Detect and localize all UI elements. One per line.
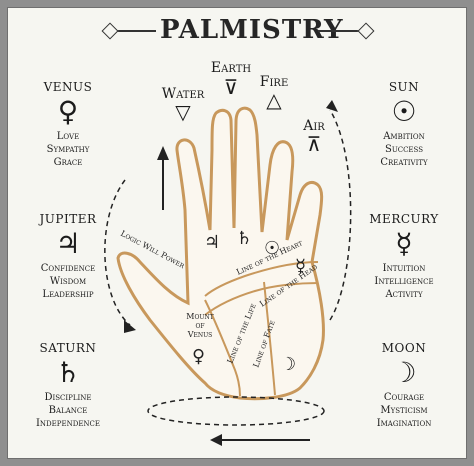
- title-flourish-right: [318, 30, 364, 32]
- line-of-fate: [263, 281, 276, 396]
- mount-of-venus-line: Mount: [186, 312, 214, 321]
- venus-symbol-icon: ♀: [57, 95, 79, 128]
- planet-venus: VENUS ♀ Love Sympathy Grace: [18, 80, 118, 169]
- element-fire-label: Fire: [259, 74, 289, 90]
- fire-icon: △: [266, 88, 282, 112]
- planet-sun-keyword: Success: [384, 144, 424, 155]
- saturn-symbol-icon: ♄: [55, 356, 81, 389]
- mount-of-venus-line: Venus: [187, 330, 213, 339]
- planet-jupiter: JUPITER ♃ Confidence Wisdom Leadership: [18, 212, 118, 301]
- element-water: Water ▽: [158, 86, 208, 122]
- dashed-arrow-venus-to-jupiter: [104, 179, 131, 326]
- planet-jupiter-name: JUPITER: [39, 212, 97, 226]
- planet-mercury: MERCURY ☿ Intuition Intelligence Activit…: [354, 212, 454, 301]
- palm-moon-icon: ☽: [280, 354, 297, 375]
- arrow-head-icon: [326, 100, 338, 112]
- jupiter-symbol-icon: ♃: [55, 227, 81, 260]
- element-fire: Fire △: [251, 74, 297, 110]
- planet-moon-keyword: Courage: [383, 392, 425, 403]
- label-mount-of-venus: Mount of Venus: [180, 312, 220, 339]
- planet-jupiter-keyword: Confidence: [40, 263, 96, 274]
- line-of-head: [204, 282, 319, 316]
- sun-symbol-icon: ☉: [391, 95, 417, 128]
- planet-saturn-keyword: Discipline: [44, 392, 92, 403]
- planet-saturn: SATURN ♄ Discipline Balance Independence: [18, 341, 118, 430]
- page-title: PALMISTRY: [160, 15, 344, 45]
- planet-mercury-keyword: Intuition: [382, 263, 426, 274]
- title-flourish-left: [110, 30, 156, 32]
- planet-venus-name: VENUS: [43, 80, 93, 94]
- planet-venus-keyword: Sympathy: [46, 144, 90, 155]
- planet-sun-name: SUN: [388, 80, 420, 94]
- planet-saturn-keyword: Independence: [35, 418, 101, 429]
- element-air: Air ⊼: [292, 118, 336, 154]
- palm-jupiter-icon: ♃: [204, 232, 221, 253]
- palm-mercury-icon: ☿: [295, 256, 307, 277]
- planet-moon-name: MOON: [381, 341, 427, 355]
- air-icon: ⊼: [306, 132, 322, 156]
- dashed-arrow-mercury-to-sun: [329, 109, 352, 321]
- arrow-head-icon: [157, 146, 169, 160]
- element-earth: Earth ⊽: [206, 60, 256, 98]
- mount-of-venus-line: of: [195, 321, 205, 330]
- planet-sun-keyword: Creativity: [380, 157, 428, 168]
- earth-icon: ⊽: [223, 75, 239, 99]
- palm-venus-icon: ♀: [192, 346, 206, 367]
- arrow-head-icon: [210, 434, 222, 446]
- planet-sun: SUN ☉ Ambition Success Creativity: [354, 80, 454, 169]
- palm-sun-icon: ☉: [264, 238, 281, 259]
- planet-saturn-keyword: Balance: [48, 405, 88, 416]
- line-of-life: [204, 299, 241, 397]
- element-water-label: Water: [161, 86, 205, 102]
- line-of-heart: [204, 261, 319, 297]
- mercury-symbol-icon: ☿: [395, 227, 413, 260]
- water-icon: ▽: [175, 100, 191, 124]
- planet-jupiter-keyword: Wisdom: [49, 276, 87, 287]
- planet-jupiter-keyword: Leadership: [42, 289, 94, 300]
- planet-sun-keyword: Ambition: [383, 131, 425, 142]
- moon-symbol-icon: ☽: [391, 356, 417, 389]
- planet-moon-keyword: Mysticism: [380, 405, 428, 416]
- dashed-loop-bottom: [147, 396, 325, 426]
- planet-venus-keyword: Love: [56, 131, 80, 142]
- palm-saturn-icon: ♄: [236, 228, 253, 249]
- planet-venus-keyword: Grace: [53, 157, 83, 168]
- element-air-label: Air: [303, 118, 325, 134]
- arrow-head-icon: [124, 320, 136, 333]
- planet-moon: MOON ☽ Courage Mysticism Imagination: [354, 341, 454, 430]
- hand-outline: [116, 106, 325, 401]
- planet-mercury-keyword: Activity: [385, 289, 423, 300]
- element-earth-label: Earth: [210, 60, 252, 76]
- planet-saturn-name: SATURN: [39, 341, 97, 355]
- planet-mercury-keyword: Intelligence: [374, 276, 434, 287]
- planet-moon-keyword: Imagination: [376, 418, 432, 429]
- planet-mercury-name: MERCURY: [369, 212, 439, 226]
